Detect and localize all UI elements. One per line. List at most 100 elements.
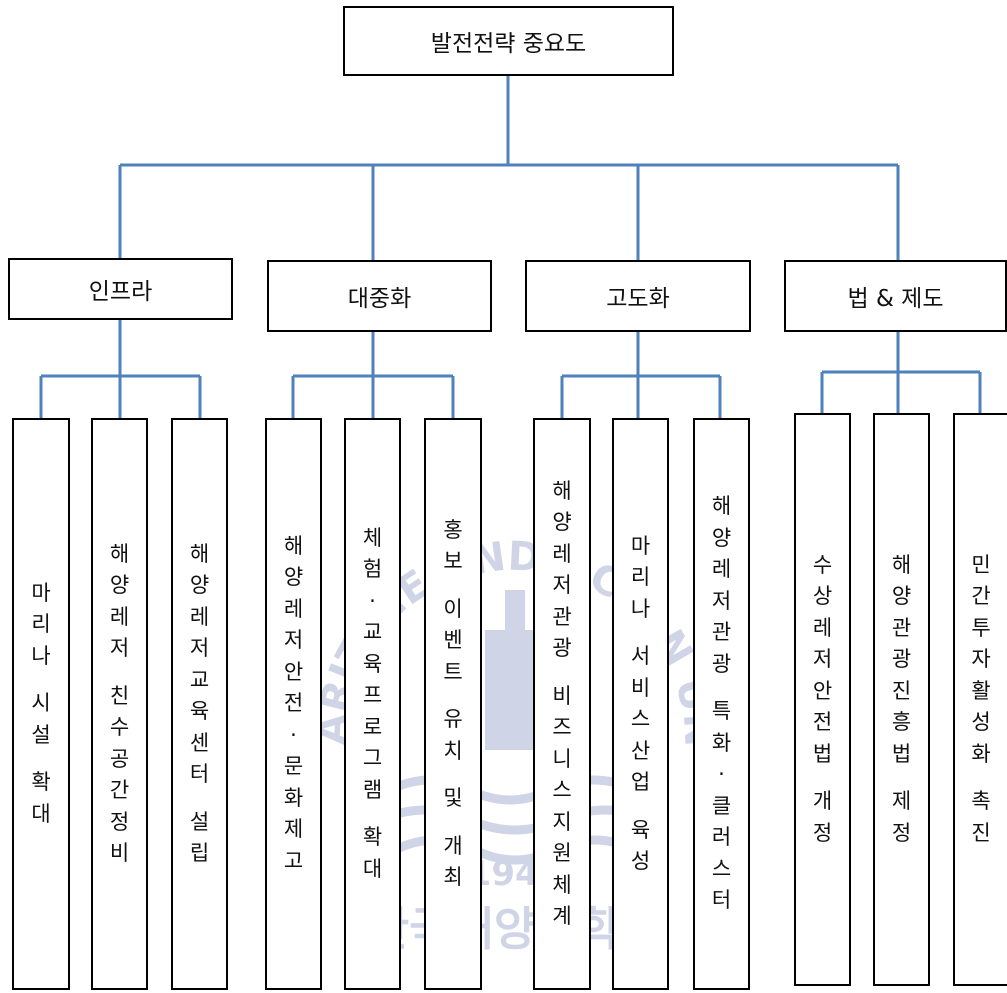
leaf-char: 및 xyxy=(443,786,463,810)
leaf-char: 대 xyxy=(362,856,383,881)
leaf-char: 개 xyxy=(812,789,833,814)
leaf-char: 광 xyxy=(711,651,732,676)
leaf-char: 문 xyxy=(283,754,304,779)
leaf-char: 설 xyxy=(189,809,210,834)
leaf-char: · xyxy=(369,588,376,613)
leaf-char: 수 xyxy=(109,715,130,739)
leaf-char: 험 xyxy=(362,557,383,582)
leaf-char: 특 xyxy=(711,699,732,724)
leaf-char: · xyxy=(718,762,725,787)
leaf-char: 교 xyxy=(189,667,210,692)
leaf-char: 프 xyxy=(362,683,383,708)
category-advancement: 고도화 xyxy=(525,260,751,332)
leaf-char xyxy=(631,625,650,641)
leaf-char: 화 xyxy=(711,730,732,755)
leaf-char: 저 xyxy=(109,636,130,660)
leaf-char xyxy=(190,791,209,807)
category-popularization: 대중화 xyxy=(267,260,492,332)
leaf-char: 확 xyxy=(31,770,51,795)
leaf-char: 확 xyxy=(362,825,383,850)
leaf-char xyxy=(363,806,382,822)
leaf-char: 램 xyxy=(362,777,383,802)
leaf-char: 육 xyxy=(189,699,210,723)
leaf-char: 간 xyxy=(109,778,130,802)
leaf-char: 정 xyxy=(109,809,130,834)
leaf-char: 광 xyxy=(891,647,912,672)
leaf-char: 제 xyxy=(283,817,304,842)
leaf-char: 저 xyxy=(552,573,572,597)
leaf-char xyxy=(631,799,650,815)
leaf-char: 흥 xyxy=(891,710,912,735)
root-node: 발전전략 중요도 xyxy=(343,6,674,76)
leaf-char: 화 xyxy=(283,785,304,810)
leaf-char: 안 xyxy=(283,659,304,684)
leaf-char: 러 xyxy=(711,825,732,850)
leaf-char: 제 xyxy=(891,789,912,814)
leaf-char: 전 xyxy=(283,691,304,716)
leaf-char: 나 xyxy=(31,643,51,668)
leaf-char xyxy=(813,770,832,786)
leaf-char: 보 xyxy=(443,549,463,573)
leaf-char: 서 xyxy=(630,644,651,668)
leaf-char xyxy=(31,672,50,688)
leaf-char: 비 xyxy=(109,841,130,865)
leaf-char: 화 xyxy=(971,741,991,766)
leaf-char: 양 xyxy=(552,510,572,534)
category-law-system: 법 & 제도 xyxy=(784,260,1007,332)
leaf-char: 저 xyxy=(189,636,210,660)
leaf-char: 법 xyxy=(891,741,912,766)
leaf-char: 리 xyxy=(31,612,51,637)
leaf-char: 레 xyxy=(109,604,130,629)
leaf-char: 레 xyxy=(812,615,833,640)
leaf-char: 간 xyxy=(971,584,991,609)
leaf-char: 관 xyxy=(711,620,732,645)
leaf-char: 해 xyxy=(552,478,572,503)
leaf-char: 해 xyxy=(109,541,130,566)
leaf-char: 비 xyxy=(630,675,651,700)
leaf-char: 친 xyxy=(109,683,130,708)
leaf-char: 고 xyxy=(283,848,304,873)
leaf-char: 진 xyxy=(971,820,991,845)
leaf-char: 자 xyxy=(971,647,991,672)
leaf-char: 광 xyxy=(552,636,572,660)
leaf-char: 스 xyxy=(711,856,732,881)
category-label: 인프라 xyxy=(88,279,153,305)
leaf-char: 유 xyxy=(443,707,463,731)
leaf-char: 이 xyxy=(443,596,463,621)
leaf-char: 양 xyxy=(711,525,732,550)
leaf-char: 관 xyxy=(552,604,572,629)
leaf-char: 상 xyxy=(812,584,833,609)
leaf-char: 비 xyxy=(552,683,572,708)
leaf-char: 홍 xyxy=(443,517,463,542)
leaf-char: 로 xyxy=(362,714,383,739)
leaf-char: 대 xyxy=(31,801,51,826)
leaf-char: 진 xyxy=(891,678,912,703)
leaf-char: 니 xyxy=(552,746,572,771)
leaf-char: 수 xyxy=(812,552,833,577)
leaf-char: 산 xyxy=(630,738,651,763)
leaf-char: 터 xyxy=(711,888,732,913)
category-label: 대중화 xyxy=(347,286,412,312)
leaf-char: 나 xyxy=(630,596,651,621)
leaf-char: 스 xyxy=(552,778,572,802)
leaf-char: 양 xyxy=(109,573,130,597)
leaf-char: 지 xyxy=(552,809,572,834)
leaf-char xyxy=(712,680,731,696)
leaf-char: 해 xyxy=(189,541,210,566)
leaf-char xyxy=(443,767,462,783)
leaf-char: 전 xyxy=(812,710,833,735)
category-label: 법 & 제도 xyxy=(847,286,944,312)
